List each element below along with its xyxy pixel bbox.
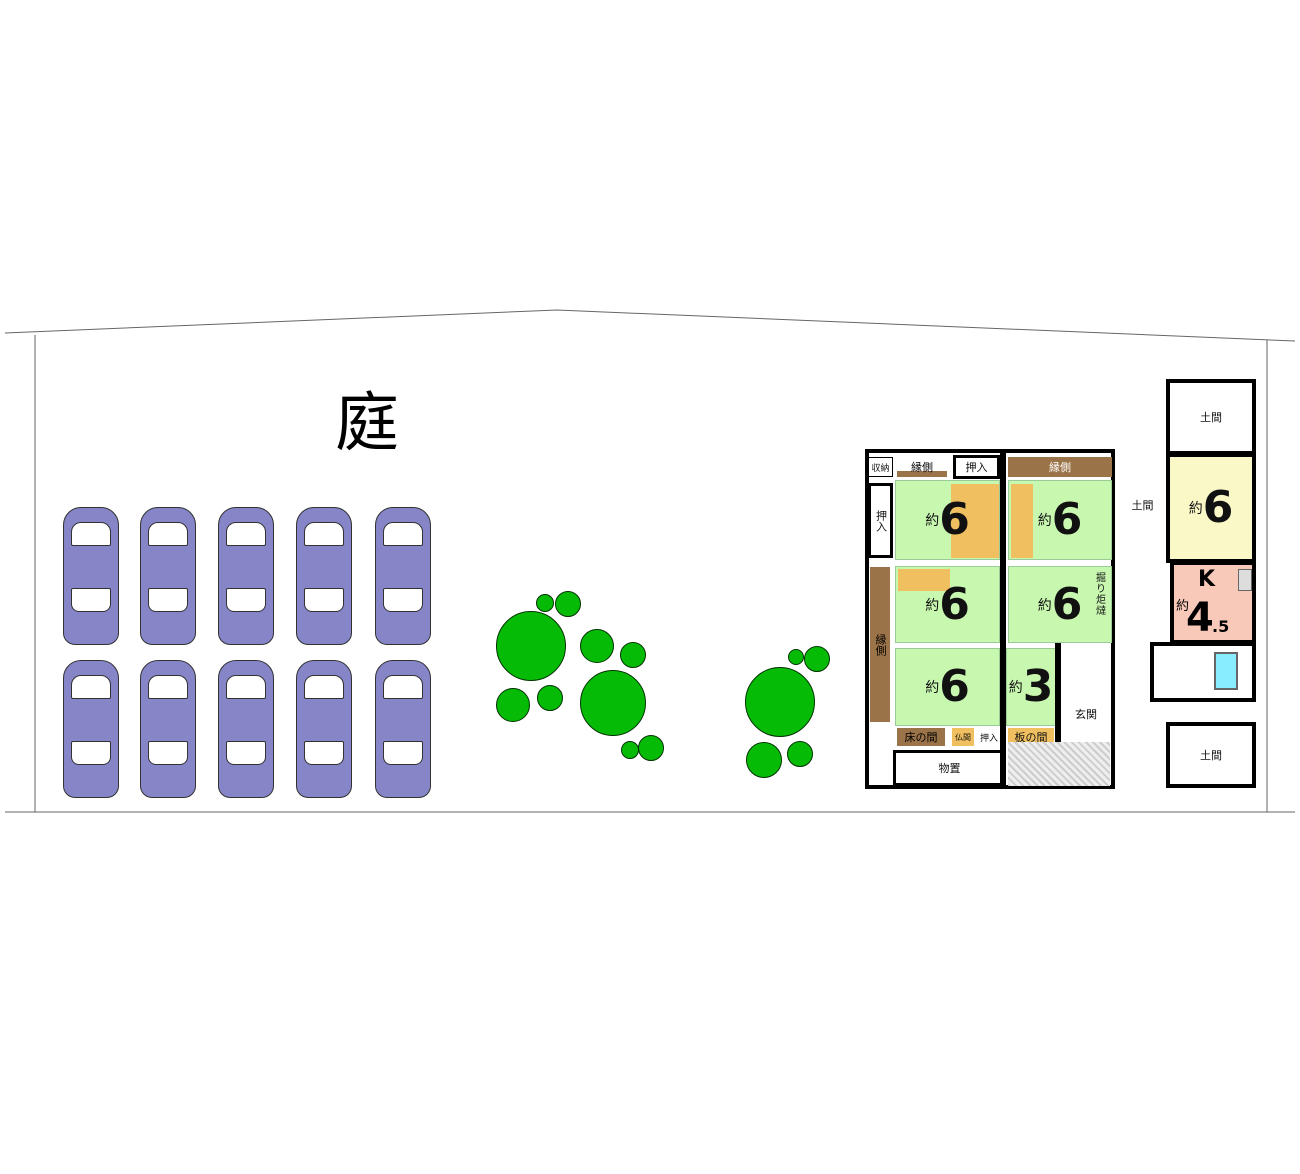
car-icon (375, 660, 431, 798)
car-icon (63, 660, 119, 798)
car-icon (140, 660, 196, 798)
wood-floor (898, 569, 950, 591)
tree-icon (787, 741, 813, 767)
closet-left: 押入 (868, 483, 893, 558)
storage-room: 物置 (893, 750, 1006, 786)
label: 約 (1008, 680, 1023, 696)
tree-icon (496, 688, 530, 722)
car-icon (375, 507, 431, 645)
tree-icon (620, 642, 646, 668)
tree-icon (496, 611, 566, 681)
size: 6 (1051, 494, 1083, 545)
size: 6 (939, 494, 970, 545)
garden-label: 庭 (335, 387, 399, 461)
tree-icon (536, 594, 554, 612)
closet-bottom: 押入 (979, 733, 998, 744)
size: 6 (939, 661, 970, 712)
size-decimal: .5 (1212, 617, 1230, 636)
wood-floor (1011, 484, 1033, 558)
room-doma-top: 土間 (1166, 379, 1256, 455)
bathtub-icon (1214, 652, 1238, 690)
entrance: 玄関 (1075, 708, 1097, 721)
tree-icon (621, 741, 639, 759)
tree-icon (580, 670, 646, 736)
car-icon (140, 507, 196, 645)
room-doma-bottom: 土間 (1166, 722, 1256, 788)
wall (1055, 643, 1061, 789)
size: 6 (1202, 482, 1234, 533)
wall (1000, 449, 1006, 789)
engawa-top-left: 縁側 (897, 457, 947, 477)
label: 約 (925, 513, 940, 529)
entrance-tile-floor (1008, 742, 1110, 786)
car-icon (296, 660, 352, 798)
label: 約 (1037, 513, 1052, 529)
label: 約 (1037, 597, 1052, 614)
label: K (1198, 567, 1216, 592)
engawa-top-right: 縁側 (1008, 457, 1112, 477)
label: 約 (925, 597, 940, 614)
size: 4 (1186, 595, 1214, 641)
room-doma-center: 土間 (1131, 499, 1154, 512)
storage-closet: 収納 (868, 457, 893, 477)
size: 6 (939, 578, 970, 630)
horigotatsu-label: 掘り炬燵 (1096, 573, 1106, 617)
closet-top: 押入 (953, 455, 1000, 479)
room-kitchen: K 約 4 .5 (1170, 561, 1256, 644)
car-icon (218, 660, 274, 798)
label: 約 (925, 680, 940, 696)
label: 土間 (1200, 411, 1222, 424)
label: 約 (1176, 599, 1190, 614)
size: 3 (1022, 661, 1054, 712)
size: 6 (1051, 578, 1083, 630)
tree-icon (745, 667, 815, 737)
car-icon (296, 507, 352, 645)
label: 約 (1188, 501, 1203, 517)
car-icon (218, 507, 274, 645)
tree-icon (804, 646, 830, 672)
label: 土間 (1200, 749, 1222, 762)
sink-icon (1238, 569, 1252, 591)
bathroom (1150, 642, 1256, 702)
car-icon (63, 507, 119, 645)
butsuma: 仏間 (952, 728, 974, 746)
tree-icon (746, 742, 782, 778)
tree-icon (638, 735, 664, 761)
itanoma: 板の間 (1008, 728, 1054, 746)
tree-icon (788, 649, 804, 665)
tree-icon (580, 629, 614, 663)
wood-floor (951, 484, 999, 558)
tokonoma: 床の間 (897, 728, 945, 746)
house-outline (865, 449, 1115, 789)
engawa-left: 縁側 (870, 567, 890, 722)
tree-icon (537, 685, 563, 711)
tree-icon (555, 591, 581, 617)
